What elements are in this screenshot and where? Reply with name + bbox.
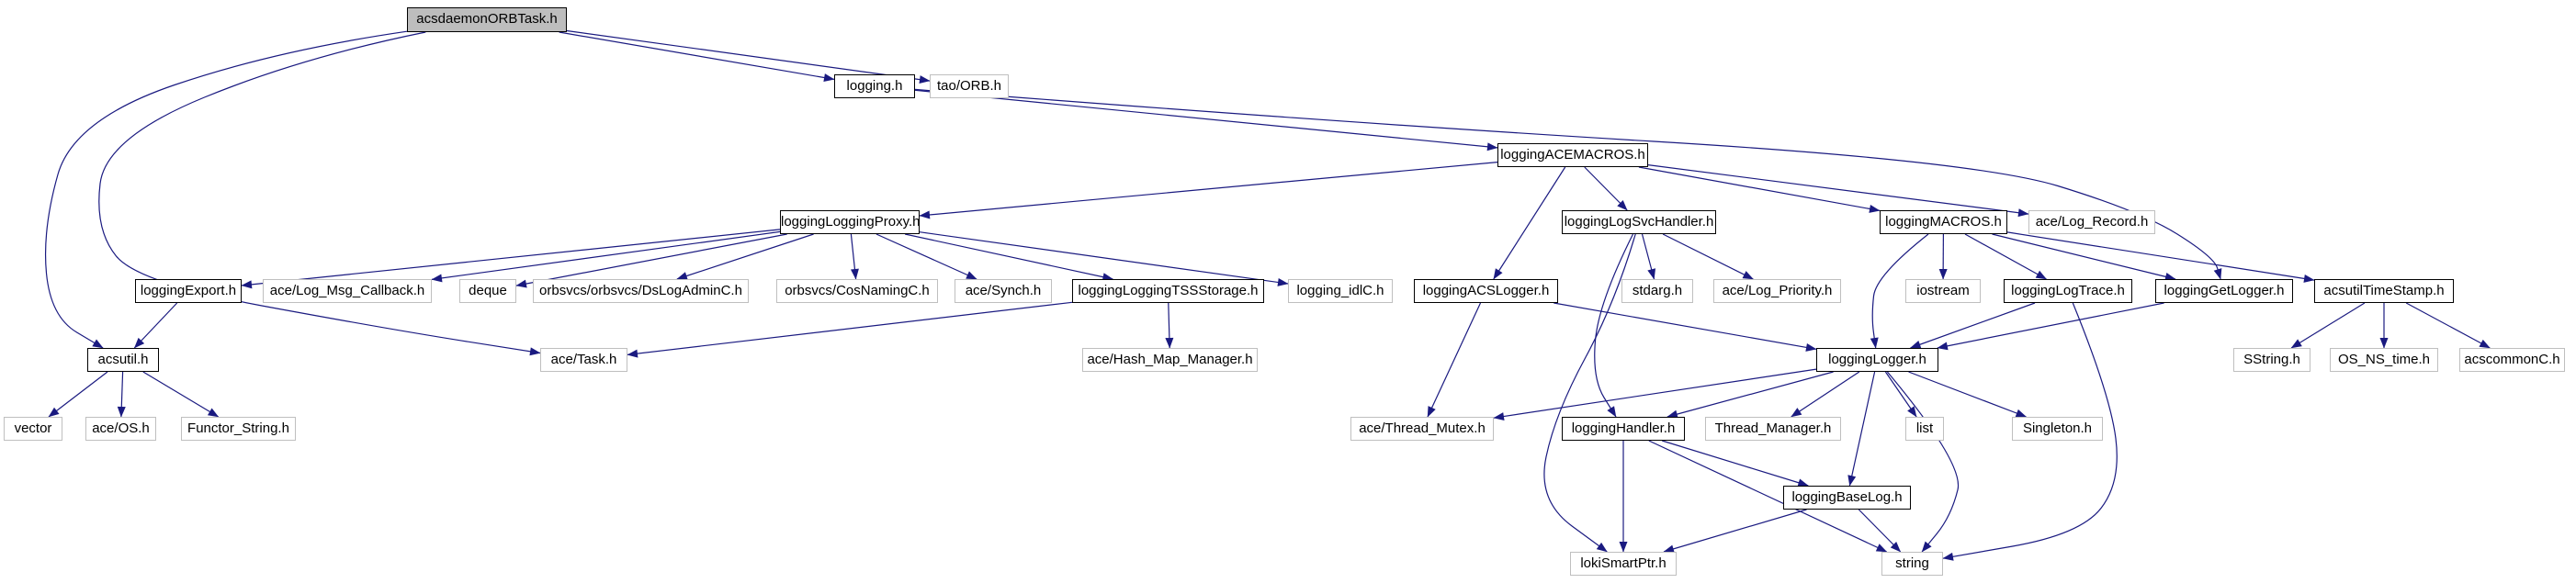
edge-logger-to-threadmanager	[1791, 371, 1860, 418]
edge-acemacros-to-acslogger	[1493, 166, 1566, 280]
graph-node-synch[interactable]: ace/Synch.h	[955, 279, 1052, 303]
edge-proxy-to-idlc	[919, 231, 1289, 286]
edge-logsvc-to-lokismartptr	[1543, 233, 1636, 553]
edge-proxy-to-cosnaming	[850, 233, 859, 280]
edge-macros-to-timestamp	[2006, 231, 2315, 283]
edge-acslogger-to-logger	[1554, 302, 1817, 352]
edge-macros-to-logger	[1870, 233, 1929, 349]
edge-baselog-to-lokismartptr	[1663, 509, 1807, 554]
graph-node-proxy[interactable]: loggingLoggingProxy.h	[780, 210, 921, 234]
edge-acslogger-to-threadmutex	[1427, 302, 1482, 418]
graph-node-iostream[interactable]: iostream	[1905, 279, 1981, 303]
graph-node-dslogadmin[interactable]: orbsvcs/orbsvcs/DsLogAdminC.h	[533, 279, 749, 303]
edge-handler-to-baselog	[1662, 440, 1809, 488]
graph-node-idlc[interactable]: logging_idlC.h	[1288, 279, 1393, 303]
edge-timestamp-to-sstring	[2290, 302, 2366, 349]
edge-proxy-to-dslogadmin	[676, 233, 814, 280]
edge-logger-to-baselog	[1847, 371, 1876, 487]
edge-root-to-acsutil	[44, 30, 408, 349]
edge-logger-to-string	[1886, 371, 1960, 553]
graph-node-acslogger[interactable]: loggingACSLogger.h	[1414, 279, 1558, 303]
graph-node-vector[interactable]: vector	[4, 417, 62, 441]
edge-proxy-to-tss	[904, 233, 1113, 282]
edge-logsvc-to-stdarg	[1641, 233, 1656, 280]
edge-acemacros-to-proxy	[919, 162, 1498, 219]
graph-node-timestamp[interactable]: acsutilTimeStamp.h	[2314, 279, 2454, 303]
edge-getlogger-to-logger	[1937, 302, 2164, 351]
edge-logger-to-singleton	[1908, 371, 2027, 418]
graph-node-acscommon[interactable]: acscommonC.h	[2459, 348, 2565, 372]
edge-acsutil-to-aceos	[117, 371, 126, 418]
edge-root-to-acetask	[98, 31, 541, 356]
graph-node-acemacros[interactable]: loggingACEMACROS.h	[1497, 143, 1648, 167]
graph-node-aceos[interactable]: ace/OS.h	[85, 417, 156, 441]
edge-logging-to-acemacros	[914, 89, 1498, 151]
graph-node-macros[interactable]: loggingMACROS.h	[1880, 210, 2007, 234]
edge-logger-to-list	[1884, 371, 1917, 418]
graph-node-getlogger[interactable]: loggingGetLogger.h	[2155, 279, 2293, 303]
edge-proxy-to-callback	[431, 230, 781, 283]
graph-node-callback[interactable]: ace/Log_Msg_Callback.h	[263, 279, 432, 303]
edge-root-to-taoorb	[566, 29, 931, 84]
edge-logging-to-getlogger	[914, 88, 2222, 280]
edge-logsvc-to-logpriority	[1662, 233, 1754, 280]
edge-root-to-logging	[559, 31, 835, 82]
graph-node-threadmanager[interactable]: Thread_Manager.h	[1705, 417, 1841, 441]
graph-node-logging[interactable]: logging.h	[834, 74, 915, 98]
edge-acemacros-to-logrecord	[1647, 164, 2029, 218]
graph-node-osnstime[interactable]: OS_NS_time.h	[2330, 348, 2438, 372]
edge-macros-to-logtrace	[1964, 233, 2047, 280]
edge-acemacros-to-macros	[1638, 166, 1881, 213]
edge-logger-to-threadmutex	[1493, 368, 1817, 421]
graph-node-list[interactable]: list	[1905, 417, 1944, 441]
graph-node-stdarg[interactable]: stdarg.h	[1621, 279, 1693, 303]
edge-export-to-acsutil	[133, 302, 178, 349]
graph-node-functor[interactable]: Functor_String.h	[181, 417, 296, 441]
graph-node-logsvc[interactable]: loggingLogSvcHandler.h	[1562, 210, 1716, 234]
graph-node-baselog[interactable]: loggingBaseLog.h	[1783, 486, 1911, 510]
graph-node-tss[interactable]: loggingLoggingTSSStorage.h	[1072, 279, 1264, 303]
edge-proxy-to-export	[241, 229, 781, 289]
edge-logtrace-to-logger	[1910, 302, 2036, 349]
edge-logsvc-to-handler	[1594, 233, 1634, 418]
edge-logger-to-handler	[1666, 371, 1834, 419]
edge-logtrace-to-string	[1942, 302, 2118, 561]
graph-node-handler[interactable]: loggingHandler.h	[1562, 417, 1685, 441]
edge-tss-to-acetask	[627, 301, 1073, 358]
graph-node-deque[interactable]: deque	[459, 279, 516, 303]
graph-node-export[interactable]: loggingExport.h	[135, 279, 242, 303]
edge-acsutil-to-functor	[142, 371, 220, 418]
edge-acemacros-to-logsvc	[1584, 166, 1628, 211]
edge-timestamp-to-acscommon	[2405, 302, 2491, 349]
graph-node-logpriority[interactable]: ace/Log_Priority.h	[1713, 279, 1841, 303]
graph-node-lokismartptr[interactable]: lokiSmartPtr.h	[1570, 552, 1677, 576]
graph-node-threadmutex[interactable]: ace/Thread_Mutex.h	[1350, 417, 1494, 441]
graph-node-cosnaming[interactable]: orbsvcs/CosNamingC.h	[776, 279, 938, 303]
edge-macros-to-getlogger	[1992, 233, 2176, 281]
graph-node-taoorb[interactable]: tao/ORB.h	[930, 74, 1009, 98]
graph-node-string[interactable]: string	[1881, 552, 1943, 576]
graph-node-hashmap[interactable]: ace/Hash_Map_Manager.h	[1082, 348, 1258, 372]
graph-node-logrecord[interactable]: ace/Log_Record.h	[2028, 210, 2155, 234]
edge-proxy-to-synch	[876, 233, 977, 280]
graph-node-acetask[interactable]: ace/Task.h	[540, 348, 627, 372]
graph-node-logger[interactable]: loggingLogger.h	[1816, 348, 1938, 372]
graph-node-logtrace[interactable]: loggingLogTrace.h	[2004, 279, 2132, 303]
graph-node-singleton[interactable]: Singleton.h	[2012, 417, 2103, 441]
graph-node-root[interactable]: acsdaemonORBTask.h	[407, 7, 567, 32]
graph-node-acsutil[interactable]: acsutil.h	[87, 348, 159, 372]
edge-baselog-to-string	[1858, 509, 1902, 553]
edge-handler-to-string	[1648, 440, 1888, 553]
edge-acsutil-to-vector	[48, 371, 108, 418]
graph-node-sstring[interactable]: SString.h	[2233, 348, 2310, 372]
edge-proxy-to-deque	[515, 233, 787, 288]
